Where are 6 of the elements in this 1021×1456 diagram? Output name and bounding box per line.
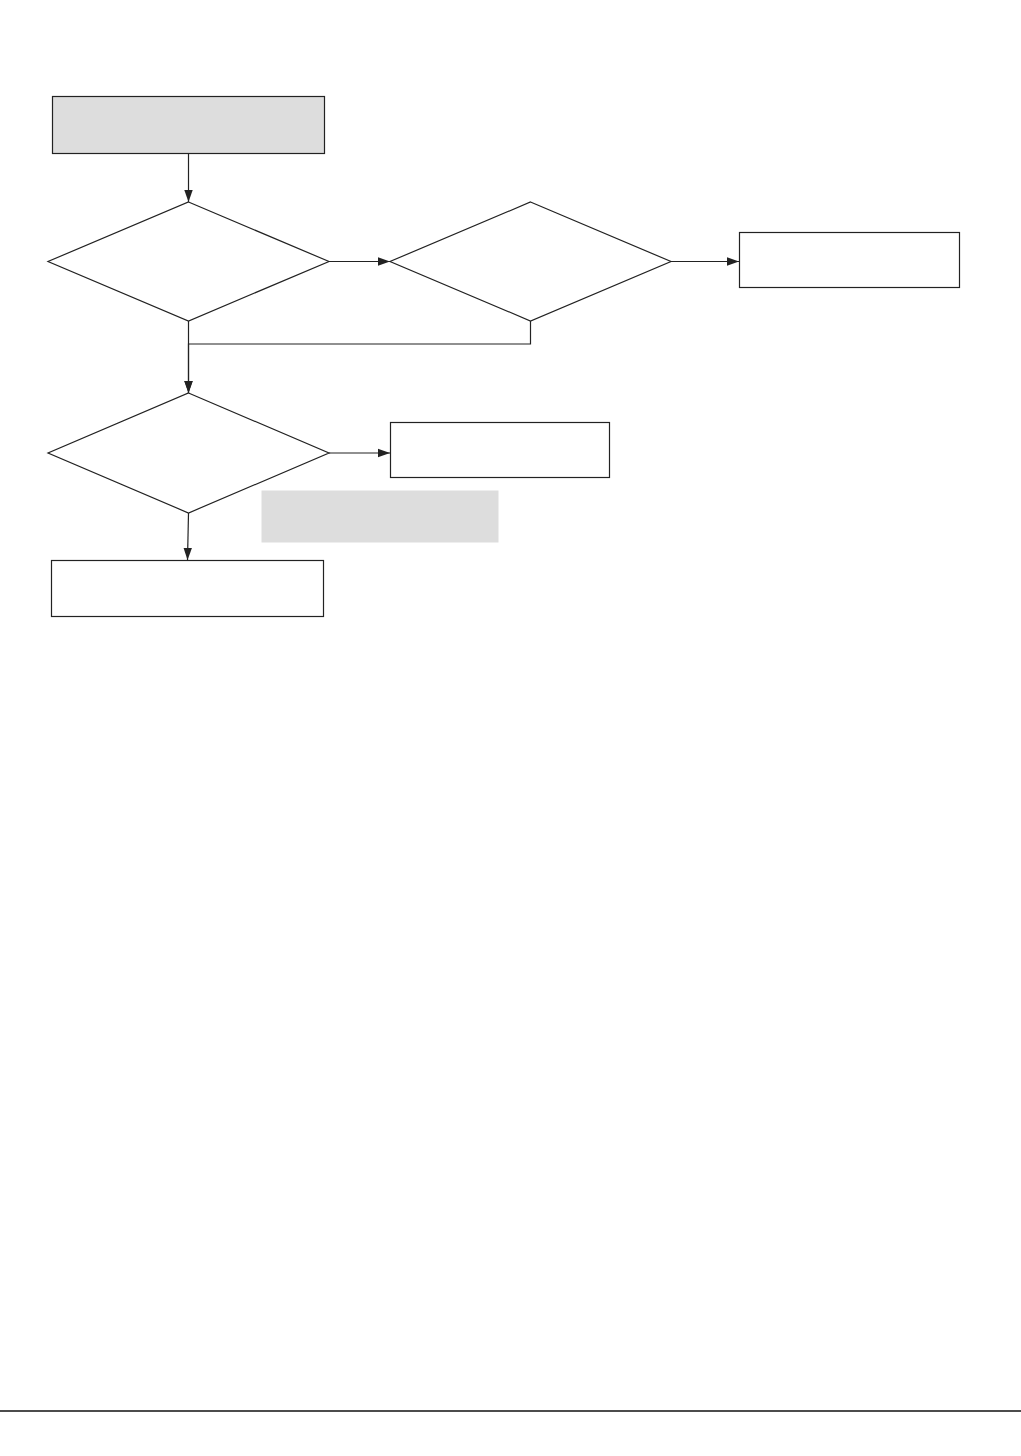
arrow (184, 320, 532, 394)
arrow (184, 153, 193, 203)
arrow (183, 512, 192, 561)
arrow (328, 257, 391, 266)
arrow (670, 257, 740, 266)
arrow (328, 448, 391, 458)
